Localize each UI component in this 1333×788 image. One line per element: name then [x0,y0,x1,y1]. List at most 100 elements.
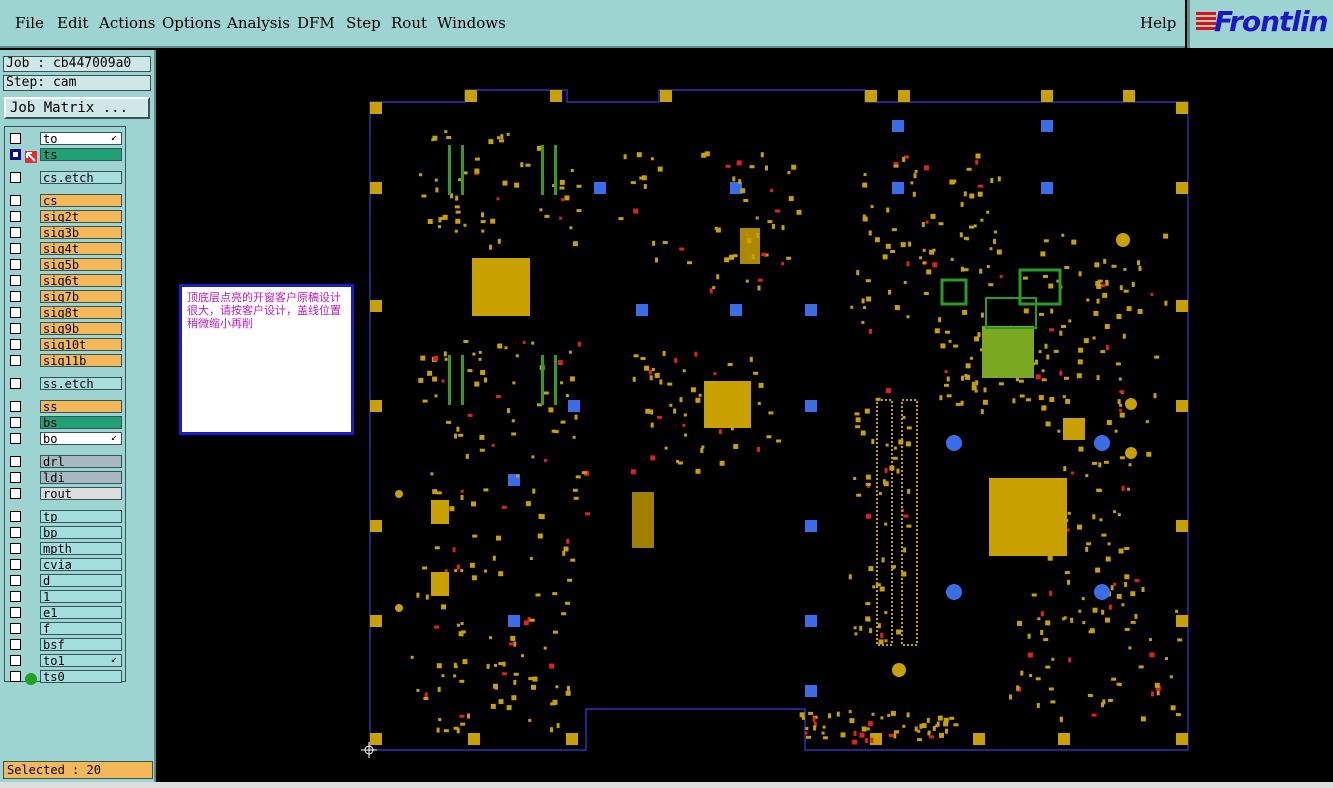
layer-row-cs.etch[interactable]: cs.etch [5,171,125,185]
layer-row-rout[interactable]: rout [5,487,125,501]
layer-name[interactable]: 1 [40,590,122,603]
layer-name[interactable]: sig9b [40,322,122,335]
layer-checkbox[interactable] [10,339,21,350]
menu-windows[interactable]: Windows [437,14,506,32]
layer-checkbox[interactable] [10,472,21,483]
layer-name[interactable]: sig7b [40,290,122,303]
layer-name[interactable]: sig10t [40,338,122,351]
layer-row-sig6t[interactable]: sig6t [5,274,125,288]
layer-checkbox[interactable] [10,575,21,586]
layer-checkbox[interactable] [10,456,21,467]
layer-name[interactable]: rout [40,487,122,500]
layer-checkbox[interactable] [10,417,21,428]
menu-analysis[interactable]: Analysis [227,14,290,32]
layer-checkbox[interactable] [10,355,21,366]
layer-name[interactable]: to1↙ [40,654,122,667]
layer-checkbox[interactable] [10,275,21,286]
layer-checkbox[interactable] [10,671,21,682]
layer-checkbox[interactable] [10,591,21,602]
layer-row-bp[interactable]: bp [5,526,125,540]
layer-name[interactable]: cs [40,194,122,207]
layer-checkbox[interactable] [10,623,21,634]
layer-checkbox[interactable] [10,488,21,499]
layer-row-sig3b[interactable]: sig3b [5,226,125,240]
layer-checkbox[interactable] [10,639,21,650]
layer-checkbox[interactable] [10,227,21,238]
menu-file[interactable]: File [15,14,44,32]
layer-row-bo[interactable]: bo↙ [5,432,125,446]
layer-row-ss.etch[interactable]: ss.etch [5,377,125,391]
layer-checkbox[interactable] [10,607,21,618]
layer-name[interactable]: bsf [40,638,122,651]
layer-row-cs[interactable]: cs [5,194,125,208]
layer-name[interactable]: ss [40,400,122,413]
layer-row-sig5b[interactable]: sig5b [5,258,125,272]
layer-name[interactable]: to↙ [40,132,122,145]
layer-row-sig9b[interactable]: sig9b [5,322,125,336]
menu-dfm[interactable]: DFM [297,14,335,32]
layer-name[interactable]: bs [40,416,122,429]
layer-row-to1[interactable]: to1↙ [5,654,125,668]
layer-checkbox[interactable] [10,172,21,183]
layer-name[interactable]: bp [40,526,122,539]
layer-name[interactable]: sig5b [40,258,122,271]
layer-checkbox[interactable] [10,378,21,389]
layer-name[interactable]: sig3b [40,226,122,239]
layer-name[interactable]: drl [40,455,122,468]
layer-row-mpth[interactable]: mpth [5,542,125,556]
layer-row-ss[interactable]: ss [5,400,125,414]
menu-help[interactable]: Help [1140,14,1177,32]
layer-name[interactable]: mpth [40,542,122,555]
layer-name[interactable]: d [40,574,122,587]
layer-row-sig7b[interactable]: sig7b [5,290,125,304]
layer-row-f[interactable]: f [5,622,125,636]
layer-checkbox[interactable] [10,559,21,570]
layer-row-bs[interactable]: bs [5,416,125,430]
menu-step[interactable]: Step [346,14,381,32]
layer-checkbox[interactable] [10,511,21,522]
layer-checkbox[interactable] [10,243,21,254]
layer-checkbox[interactable] [10,527,21,538]
layer-checkbox[interactable] [10,195,21,206]
layer-row-sig10t[interactable]: sig10t [5,338,125,352]
layer-name[interactable]: bo↙ [40,432,122,445]
layer-checkbox[interactable] [10,133,21,144]
layer-row-bsf[interactable]: bsf [5,638,125,652]
layer-checkbox[interactable] [10,291,21,302]
layer-checkbox[interactable] [10,655,21,666]
layer-name[interactable]: ts0 [40,670,122,683]
layer-name[interactable]: sig4t [40,242,122,255]
layer-name[interactable]: ldi [40,471,122,484]
layer-checkbox[interactable] [10,401,21,412]
layer-row-ts0[interactable]: ts0 [5,670,125,685]
layer-checkbox[interactable] [10,307,21,318]
layer-row-sig8t[interactable]: sig8t [5,306,125,320]
layer-row-sig2t[interactable]: sig2t [5,210,125,224]
layer-checkbox[interactable] [10,323,21,334]
menu-options[interactable]: Options [162,14,222,32]
layer-name[interactable]: ts [40,148,122,161]
menu-rout[interactable]: Rout [391,14,428,32]
layer-name[interactable]: sig8t [40,306,122,319]
layer-name[interactable]: sig6t [40,274,122,287]
layer-checkbox[interactable] [10,433,21,444]
layer-row-sig4t[interactable]: sig4t [5,242,125,256]
layer-row-ts[interactable]: ts [5,148,125,163]
layer-row-tp[interactable]: tp [5,510,125,524]
layer-name[interactable]: f [40,622,122,635]
layer-name[interactable]: tp [40,510,122,523]
layer-row-cvia[interactable]: cvia [5,558,125,572]
layer-name[interactable]: e1 [40,606,122,619]
layer-name[interactable]: cs.etch [40,171,122,184]
layer-row-to[interactable]: to↙ [5,132,125,146]
job-matrix-button[interactable]: Job Matrix ... [4,97,150,119]
menu-edit[interactable]: Edit [57,14,89,32]
layer-name[interactable]: cvia [40,558,122,571]
layer-row-ldi[interactable]: ldi [5,471,125,485]
layer-checkbox[interactable] [10,543,21,554]
layer-row-sig11b[interactable]: sig11b [5,354,125,368]
layer-row-d[interactable]: d [5,574,125,588]
layer-row-drl[interactable]: drl [5,455,125,469]
layer-checkbox[interactable] [10,149,21,160]
layer-name[interactable]: sig2t [40,210,122,223]
